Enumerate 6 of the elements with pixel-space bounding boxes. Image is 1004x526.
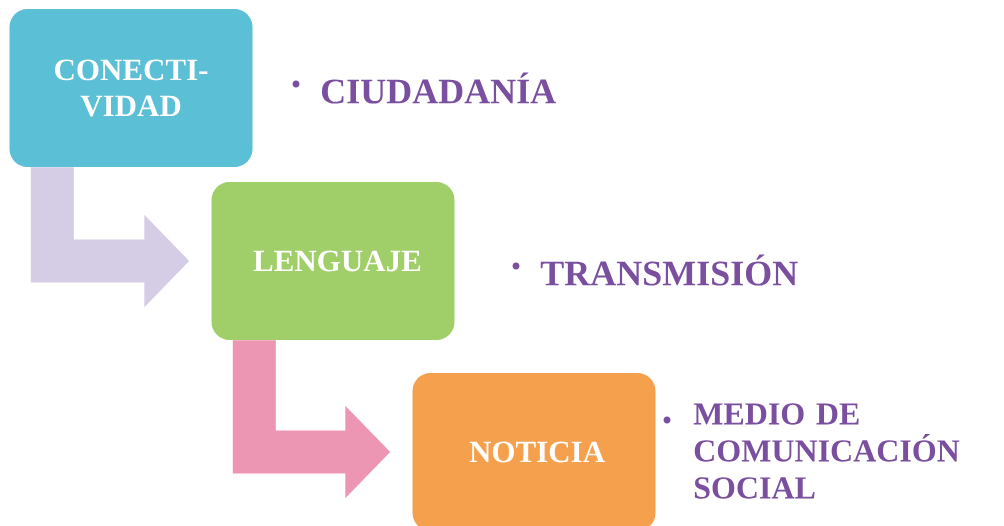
label-text: CIUDADANÍA [321, 72, 556, 104]
label-text: TRANSMISIÓN [540, 254, 798, 286]
process-box: NOTICIA [412, 373, 656, 526]
process-box: LENGUAJE [211, 182, 455, 340]
process-box: CONECTI- VIDAD [9, 9, 253, 167]
label-text: MEDIO DE COMUNICACIÓN SOCIAL [693, 403, 960, 499]
